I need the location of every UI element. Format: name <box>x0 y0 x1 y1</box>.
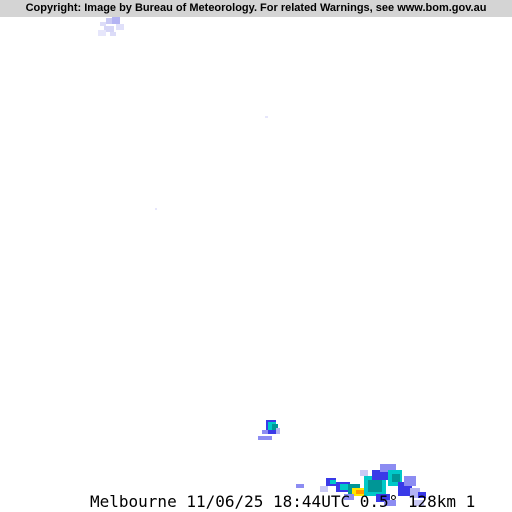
echo-cluster-bottom <box>296 464 426 506</box>
echo-speck <box>155 208 157 210</box>
copyright-bar: Copyright: Image by Bureau of Meteorolog… <box>0 0 512 17</box>
echo-cluster-top-left <box>98 14 124 36</box>
echo-cluster-small-cell <box>258 420 280 440</box>
radar-caption: Melbourne 11/06/25 18:44UTC 0.5° 128km 1 <box>90 492 476 511</box>
echo-speck <box>265 116 268 118</box>
